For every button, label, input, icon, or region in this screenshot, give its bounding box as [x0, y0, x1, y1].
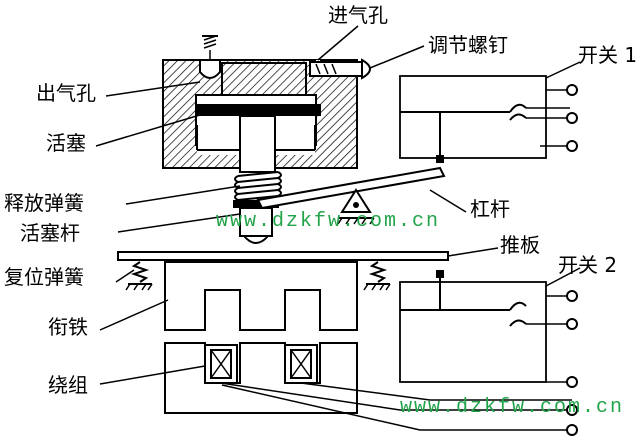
label-adjust-screw: 调节螺钉	[428, 33, 508, 57]
outlet-valve	[199, 35, 221, 79]
armature	[164, 261, 358, 331]
core	[164, 342, 358, 414]
label-push-plate: 推板	[500, 233, 540, 257]
winding-coils	[204, 344, 318, 384]
switch-2	[399, 270, 578, 436]
label-inlet: 进气孔	[328, 3, 388, 27]
label-switch-1: 开关 1	[578, 43, 637, 67]
switch-1	[399, 75, 578, 163]
label-release-spring: 释放弹簧	[4, 191, 84, 215]
watermark-bottom: www.dzkfw.com.cn	[400, 396, 624, 419]
label-piston: 活塞	[46, 131, 86, 155]
label-armature: 衔铁	[48, 315, 88, 339]
watermark-mid: www.dzkfw.com.cn	[216, 210, 440, 233]
lever	[256, 166, 446, 225]
push-plate	[117, 251, 449, 261]
adjust-screw	[309, 58, 371, 80]
label-reset-spring: 复位弹簧	[4, 265, 84, 289]
piston-rod	[233, 115, 279, 244]
leader-lines	[95, 25, 581, 385]
label-piston-rod: 活塞杆	[20, 221, 80, 245]
label-outlet: 出气孔	[36, 81, 96, 105]
label-switch-2: 开关 2	[558, 253, 617, 277]
label-lever: 杠杆	[470, 197, 510, 221]
reset-spring-right	[363, 261, 391, 291]
piston-plate	[196, 104, 321, 116]
reset-spring-left	[125, 261, 153, 291]
release-spring	[234, 171, 282, 201]
label-winding: 绕组	[48, 373, 88, 397]
